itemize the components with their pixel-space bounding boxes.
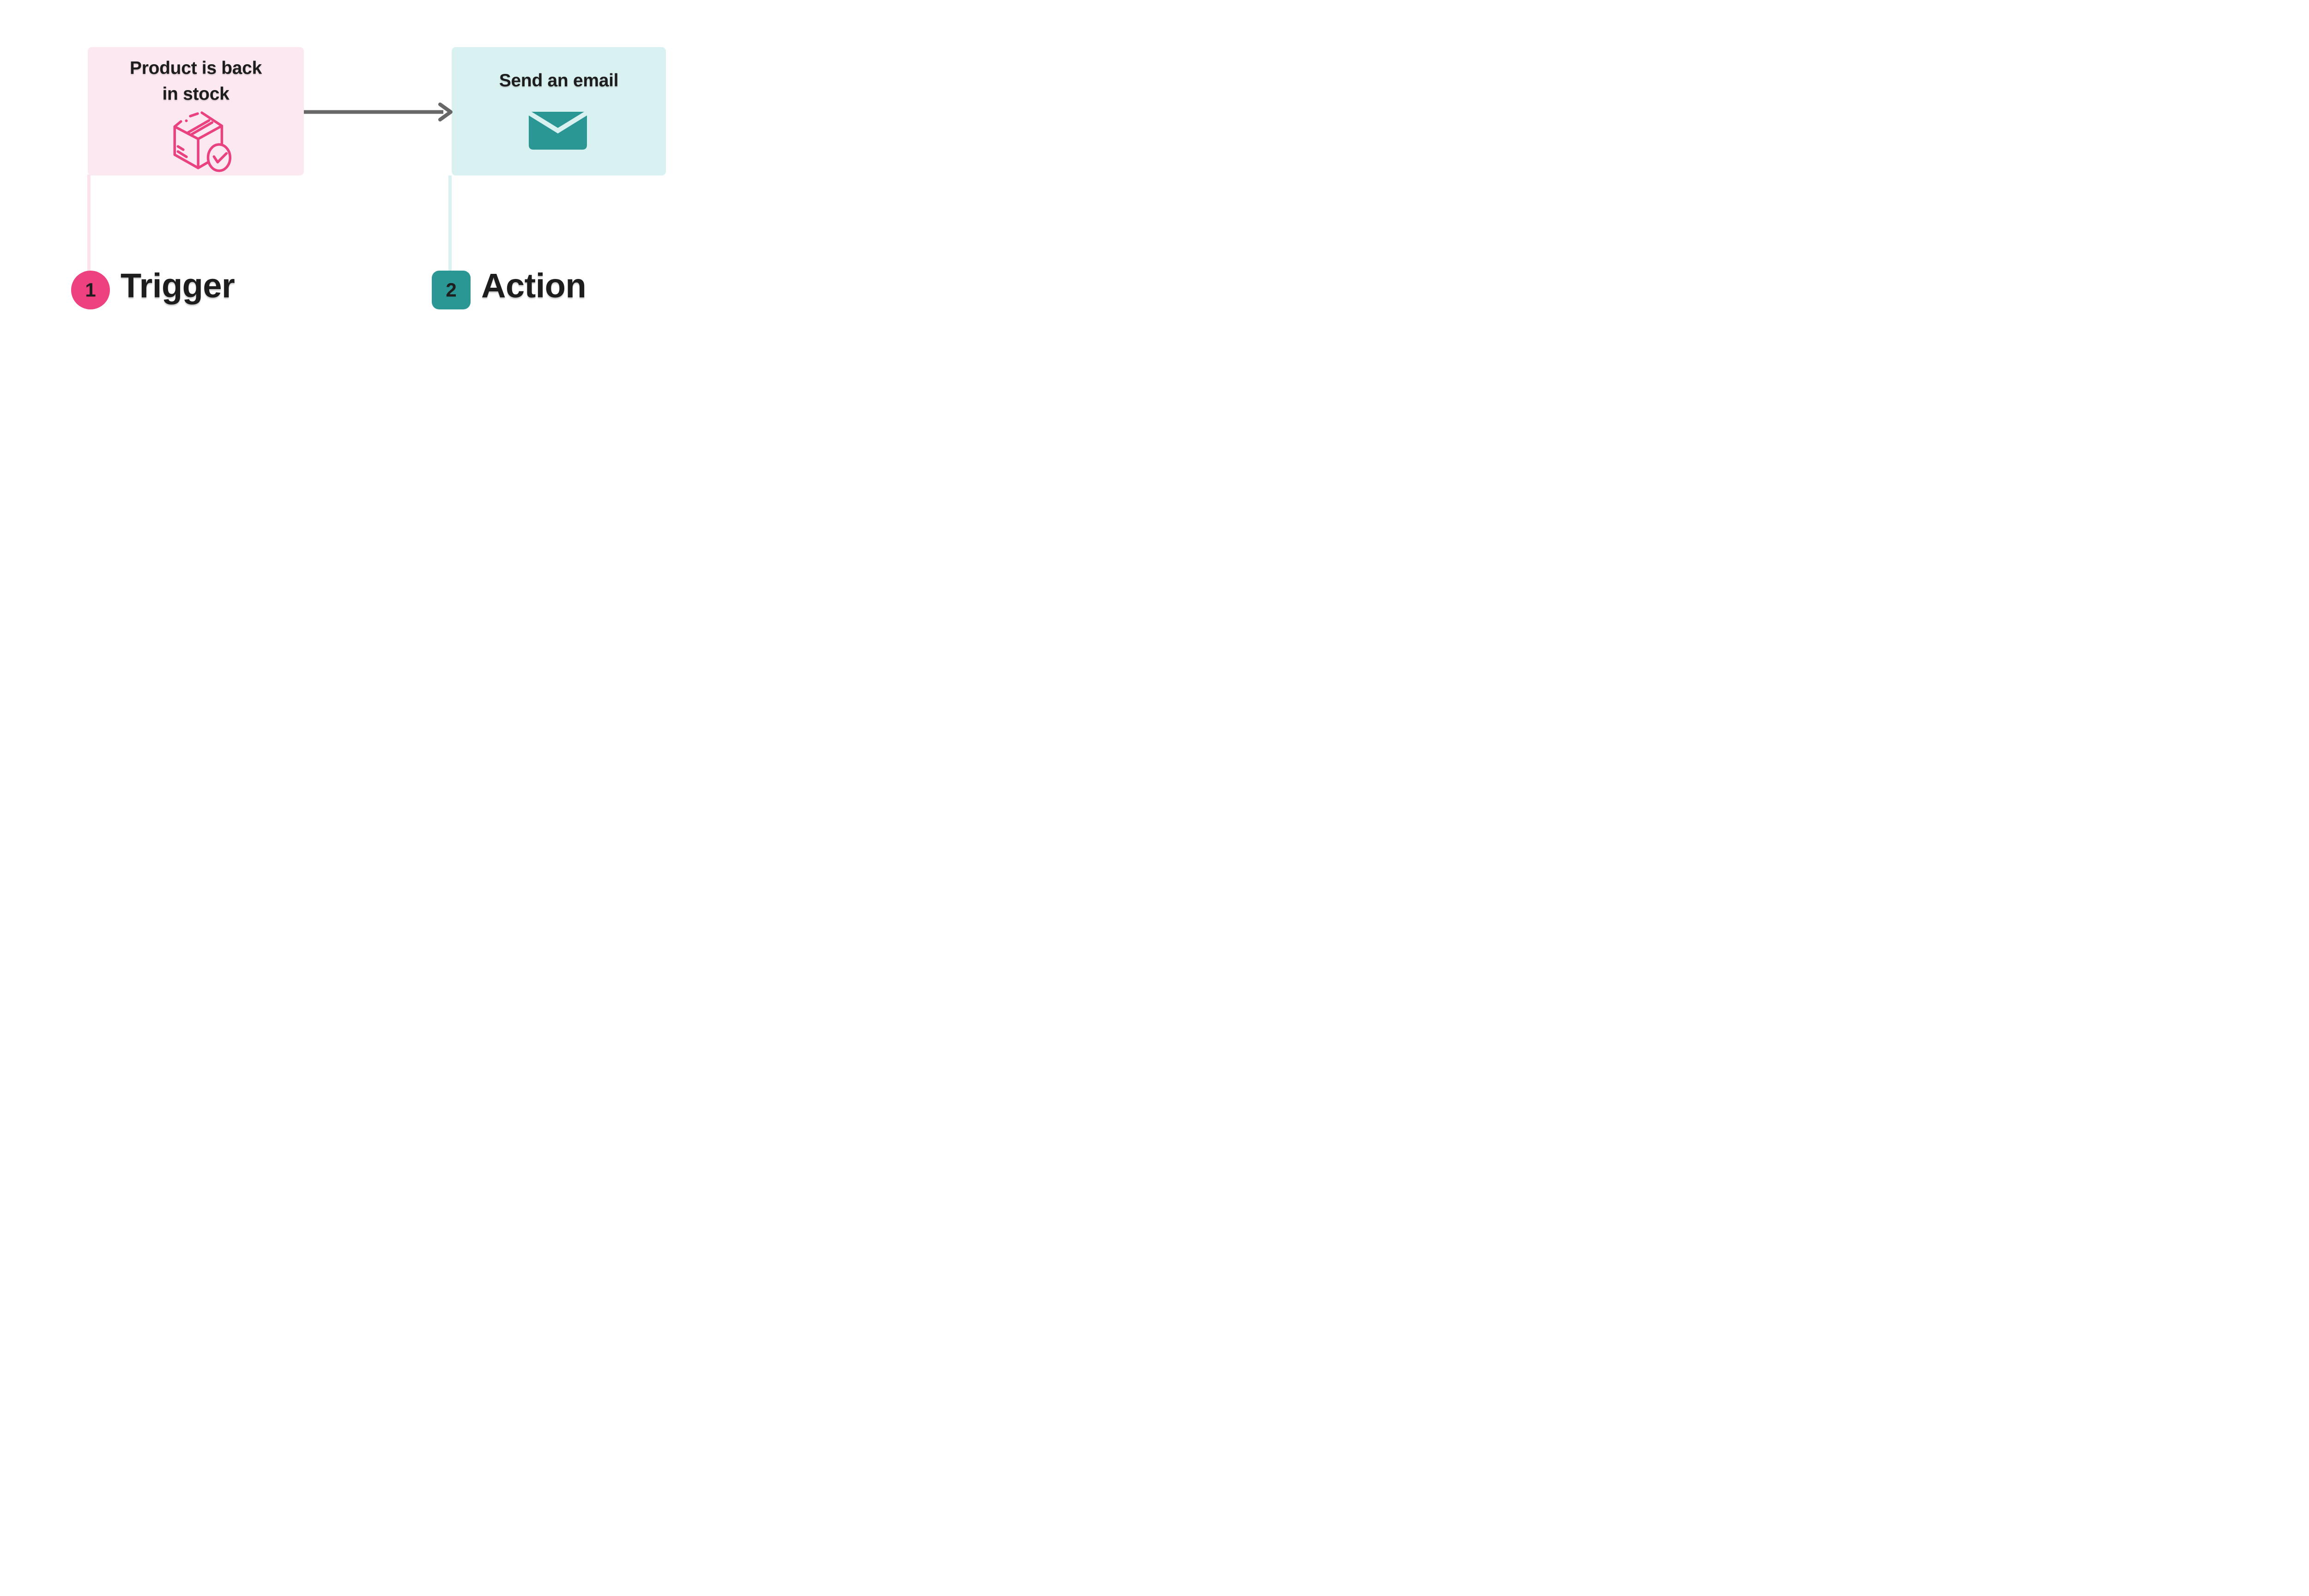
trigger-step-label: Trigger [121,266,235,305]
action-drop-line [448,175,452,271]
action-card-title: Send an email [452,47,666,94]
workflow-diagram: Product is back in stock [0,0,709,355]
trigger-card: Product is back in stock [88,47,304,175]
trigger-card-title-line2: in stock [162,84,230,104]
trigger-card-title-line1: Product is back [130,58,262,78]
action-step-label: Action [481,266,586,305]
trigger-card-title: Product is back in stock [88,47,304,107]
package-check-icon [173,111,232,172]
trigger-drop-line [87,175,91,271]
step-2-badge: 2 [432,271,471,309]
checkmark [212,152,228,163]
trigger-step-row: 1 Trigger [71,266,235,309]
motion-dot [185,119,188,122]
email-icon [529,112,587,150]
step-1-badge: 1 [71,271,110,309]
action-card: Send an email [452,47,666,175]
arrowhead [438,103,453,121]
action-step-row: 2 Action [432,266,586,309]
action-card-title-line1: Send an email [499,71,619,91]
